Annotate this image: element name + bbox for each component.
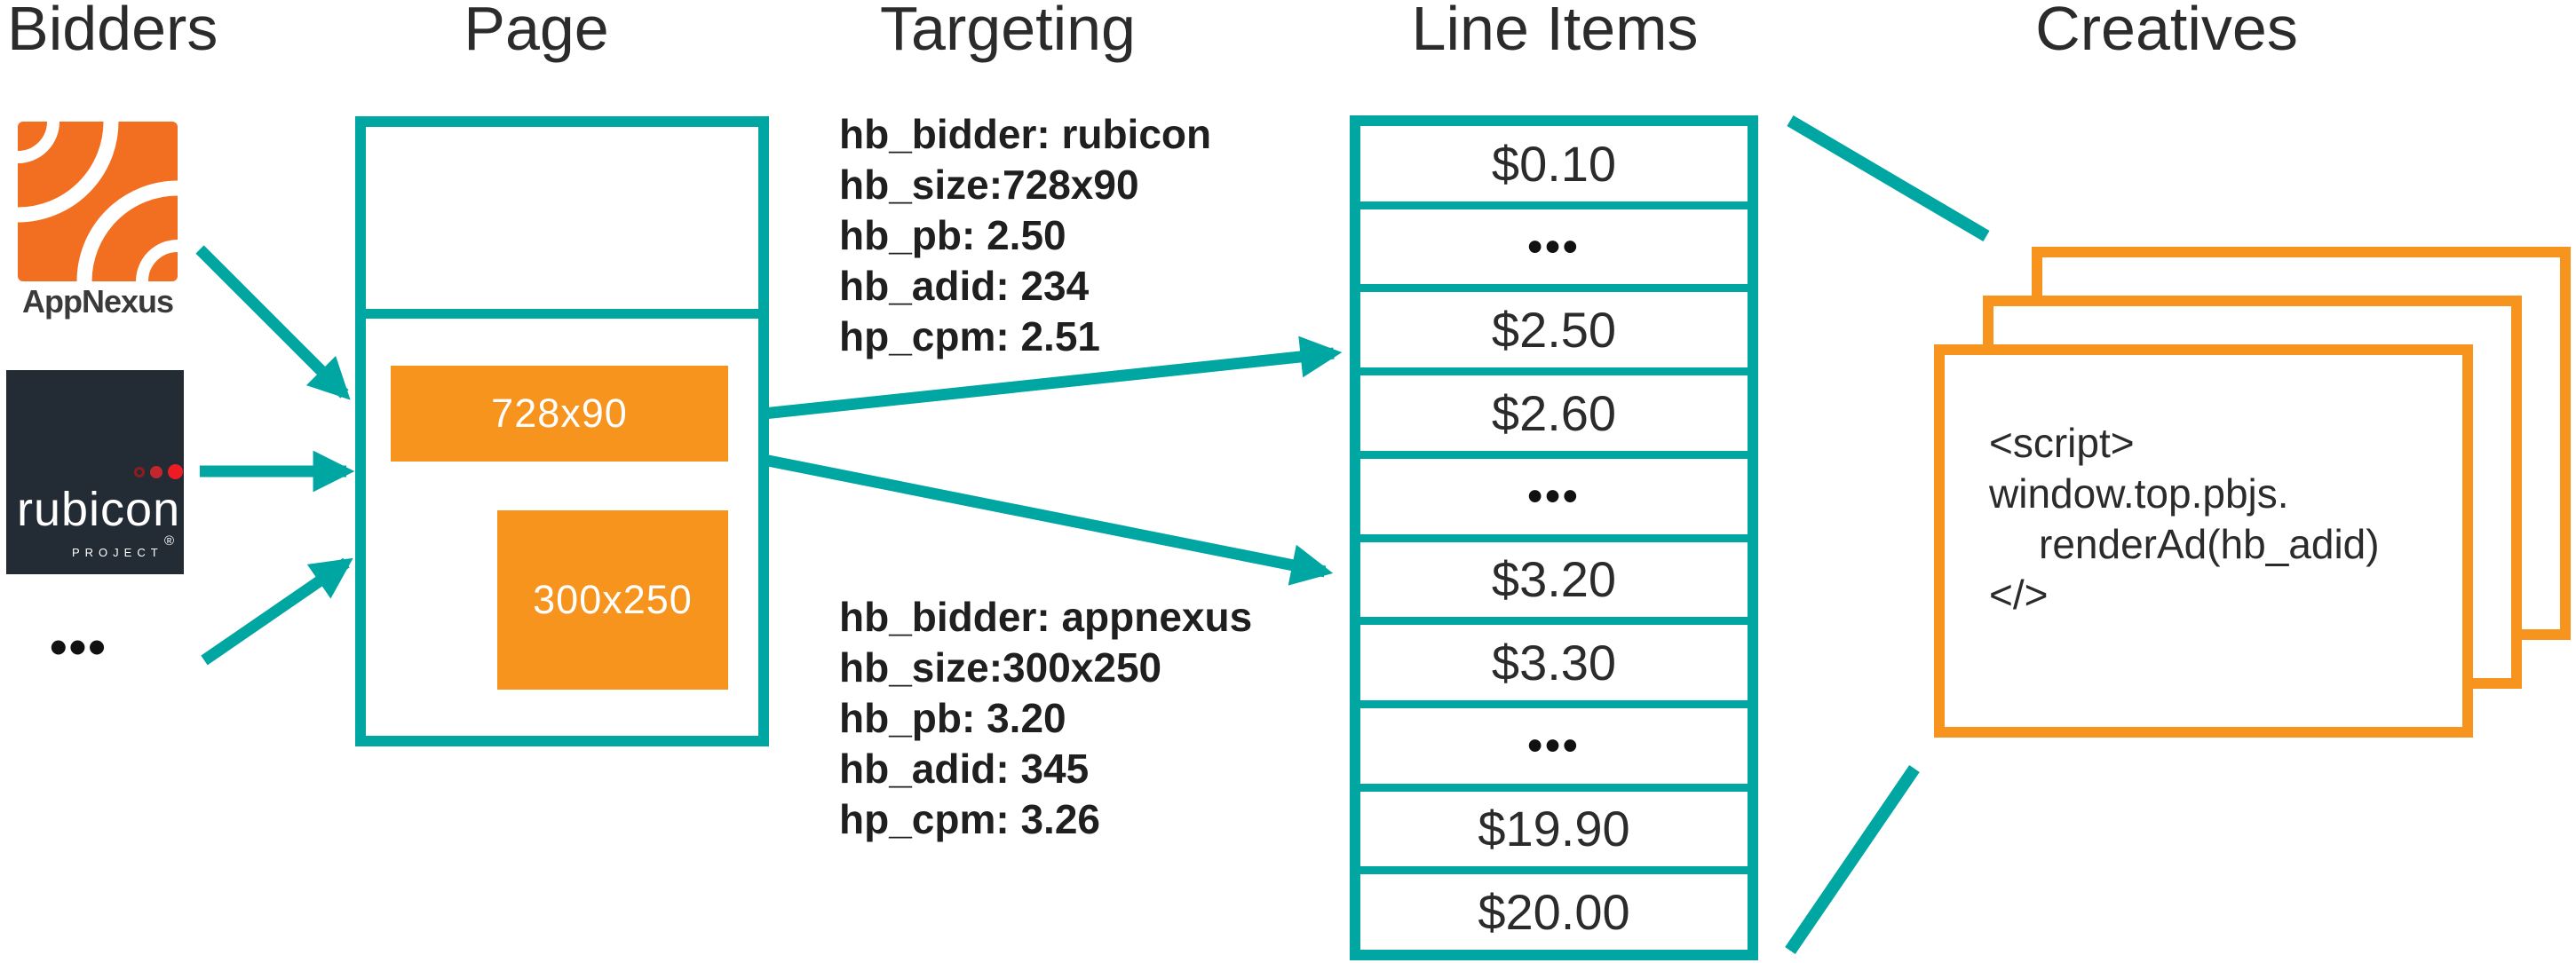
targeting-line: hb_adid: 345 xyxy=(839,746,1090,792)
targeting-line: hb_size:728x90 xyxy=(839,162,1139,208)
ad-slot-728x90: 728x90 xyxy=(391,366,728,462)
line-table-bottom-to-creatives xyxy=(1785,765,1920,954)
arrow-appnexus-to-page xyxy=(195,245,351,400)
rubicon-project-label: PROJECT xyxy=(72,546,163,559)
targeting-line: hb_pb: 2.50 xyxy=(839,212,1066,258)
column-title-page: Page xyxy=(464,0,609,63)
line-table-top-to-creatives xyxy=(1787,114,1990,242)
targeting-line: hp_cpm: 2.51 xyxy=(839,313,1100,359)
line-items-table: $0.10 ••• $2.50 $2.60 ••• $3.20 $3.30 ••… xyxy=(1350,115,1758,960)
code-line: <script> xyxy=(1989,420,2135,466)
arrow-page-to-lineitem-250 xyxy=(763,335,1343,420)
appnexus-label: AppNexus xyxy=(21,283,174,320)
line-item-row-ellipsis: ••• xyxy=(1360,209,1748,285)
rubicon-dots-icon xyxy=(134,464,183,479)
code-line: renderAd(hb_adid) xyxy=(2039,521,2380,567)
targeting-line: hb_bidder: rubicon xyxy=(839,111,1212,157)
arrow-morebidders-to-page xyxy=(201,557,353,666)
column-title-line-items: Line Items xyxy=(1411,0,1699,63)
targeting-line: hb_adid: 234 xyxy=(839,263,1090,309)
creative-card-front: <script> window.top.pbjs. renderAd(hb_ad… xyxy=(1934,344,2473,738)
ad-slot-300x250: 300x250 xyxy=(497,510,728,690)
rubicon-project-logo: rubicon. ® PROJECT xyxy=(6,370,194,574)
appnexus-logo: AppNexus xyxy=(18,122,178,320)
line-item-row: $0.10 xyxy=(1360,126,1748,201)
targeting-line: hb_pb: 3.20 xyxy=(839,695,1066,741)
column-title-targeting: Targeting xyxy=(880,0,1136,63)
targeting-line: hb_size:300x250 xyxy=(839,644,1162,691)
line-item-row: $2.60 xyxy=(1360,375,1748,451)
line-item-row-ellipsis: ••• xyxy=(1360,458,1748,534)
targeting-line: hp_cpm: 3.26 xyxy=(839,796,1100,842)
targeting-block-appnexus: hb_bidder: appnexus hb_size:300x250 hb_p… xyxy=(839,592,1252,845)
rubicon-registered-mark: ® xyxy=(164,533,175,549)
line-item-row: $3.20 xyxy=(1360,541,1748,618)
line-item-row: $19.90 xyxy=(1360,791,1748,867)
column-title-creatives: Creatives xyxy=(2035,0,2298,63)
page-box: 728x90 300x250 xyxy=(355,116,769,746)
column-title-bidders: Bidders xyxy=(7,0,218,63)
line-item-row: $3.30 xyxy=(1360,625,1748,700)
more-bidders-ellipsis: ••• xyxy=(50,619,107,675)
line-item-row: $2.50 xyxy=(1360,292,1748,368)
code-line: </> xyxy=(1989,572,2049,618)
code-line: window.top.pbjs. xyxy=(1989,470,2289,517)
targeting-block-rubicon: hb_bidder: rubicon hb_size:728x90 hb_pb:… xyxy=(839,109,1211,362)
targeting-line: hb_bidder: appnexus xyxy=(839,594,1253,640)
creative-code-snippet: <script> window.top.pbjs. renderAd(hb_ad… xyxy=(1989,418,2380,620)
rubicon-wordmark: rubicon. xyxy=(17,483,195,536)
appnexus-swoosh-icon xyxy=(18,122,178,281)
line-item-row-ellipsis: ••• xyxy=(1360,707,1748,784)
page-header-divider xyxy=(355,309,769,319)
line-item-row: $20.00 xyxy=(1360,874,1748,951)
arrow-page-to-lineitem-320 xyxy=(762,454,1334,586)
